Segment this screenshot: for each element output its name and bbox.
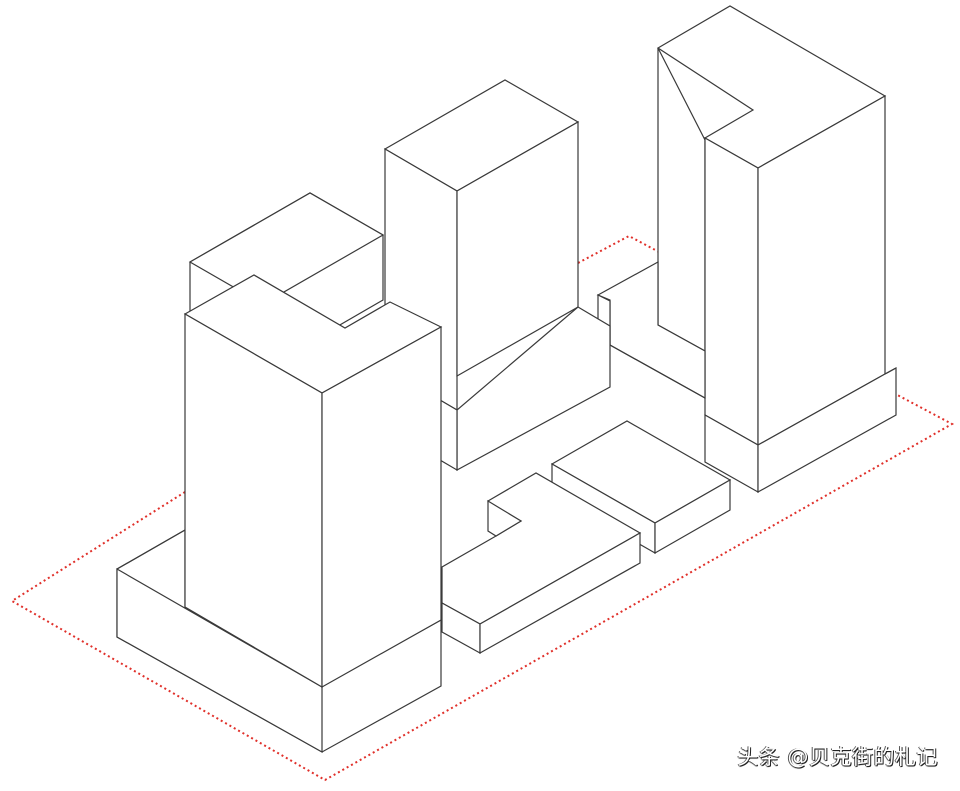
low-block-l-shaped [441,472,642,655]
site-boundary-back [577,234,660,264]
tower-front-left [116,274,443,754]
tower-right [656,5,897,494]
site-boundary [10,389,955,782]
watermark-text: 头条 @贝克街的札记 [737,745,938,769]
